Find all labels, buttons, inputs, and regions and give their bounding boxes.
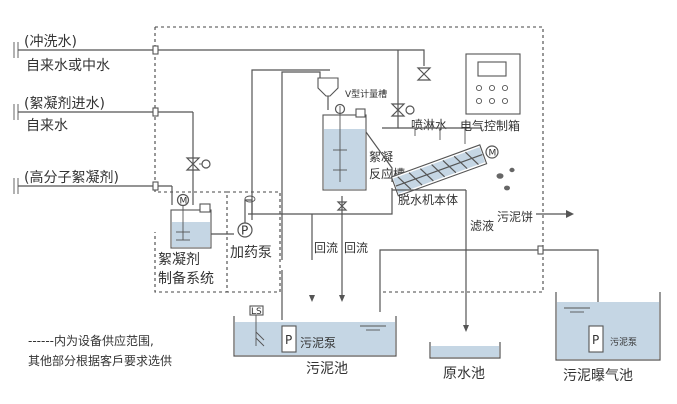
dosing-pump-icon: P	[237, 222, 253, 238]
raw-water-tank-label: 原水池	[443, 366, 485, 382]
legend-line-2: 其他部分根据客戶要求选供	[28, 353, 172, 368]
aeration-pump-label: 污泥泵	[610, 336, 637, 348]
v-weir-icon	[317, 77, 339, 110]
legend-line-1: ------内为设备供应范围,	[28, 333, 154, 348]
prep-system-label-2: 制备系统	[158, 270, 214, 287]
sludge-cake-pieces	[496, 167, 515, 191]
electric-control-box	[465, 53, 521, 115]
aeration-tank-label: 污泥曝气池	[563, 368, 633, 384]
svg-text:P: P	[592, 333, 599, 347]
sludge-cake-label: 污泥饼	[497, 210, 533, 224]
sludge-tank: LS	[233, 305, 397, 357]
sludge-pump-label: 污泥泵	[300, 336, 336, 350]
aeration-pump-icon: P	[588, 325, 604, 353]
control-box-label: 电气控制箱	[460, 118, 520, 133]
polymer-inlet	[13, 178, 173, 205]
flush-valve-icon	[416, 67, 432, 81]
dewater-motor-icon: M	[485, 145, 499, 159]
sludge-pump-icon: P	[281, 325, 297, 353]
aeration-tank	[555, 292, 661, 361]
svg-text:P: P	[241, 224, 248, 238]
flocculant-water-sub-label: 自来水	[26, 118, 68, 134]
supply-scope-boundary	[154, 26, 544, 293]
svg-text:LS: LS	[251, 307, 262, 317]
spray-water-label: 喷淋水	[411, 118, 447, 132]
flocculant-water-valve-icon	[185, 157, 211, 171]
prep-motor-icon: M	[176, 193, 190, 207]
filtrate-label: 滤液	[470, 218, 494, 233]
flush-water-inlet	[13, 42, 398, 58]
flocculant-water-label: (絮凝剂进水)	[24, 95, 105, 112]
prep-system-label-1: 絮凝剂	[158, 251, 200, 268]
spray-valve-icon	[390, 103, 415, 117]
svg-text:P: P	[285, 333, 292, 347]
dewater-body-label: 脱水机本体	[398, 192, 458, 207]
raw-water-tank	[429, 342, 501, 359]
flocculation-tank	[322, 103, 367, 191]
flush-water-sub-label: 自来水或中水	[26, 58, 110, 74]
svg-text:M: M	[489, 149, 497, 159]
dosing-pump-label: 加药泵	[230, 245, 272, 261]
v-weir-label: V型计量槽	[345, 88, 387, 100]
sludge-tank-label: 污泥池	[306, 361, 348, 377]
return-label-1: 回流	[314, 241, 338, 255]
return-valve-icon	[336, 201, 348, 211]
return-label-2: 回流	[344, 241, 368, 255]
flocculation-tank-label-1: 絮凝	[369, 149, 393, 164]
polymer-label: (高分子絮凝剂)	[24, 169, 119, 186]
dewatering-machine	[365, 131, 488, 197]
svg-text:M: M	[180, 197, 188, 207]
flocculant-prep-tank	[170, 203, 234, 249]
flush-water-label: (冲洗水)	[24, 34, 77, 50]
